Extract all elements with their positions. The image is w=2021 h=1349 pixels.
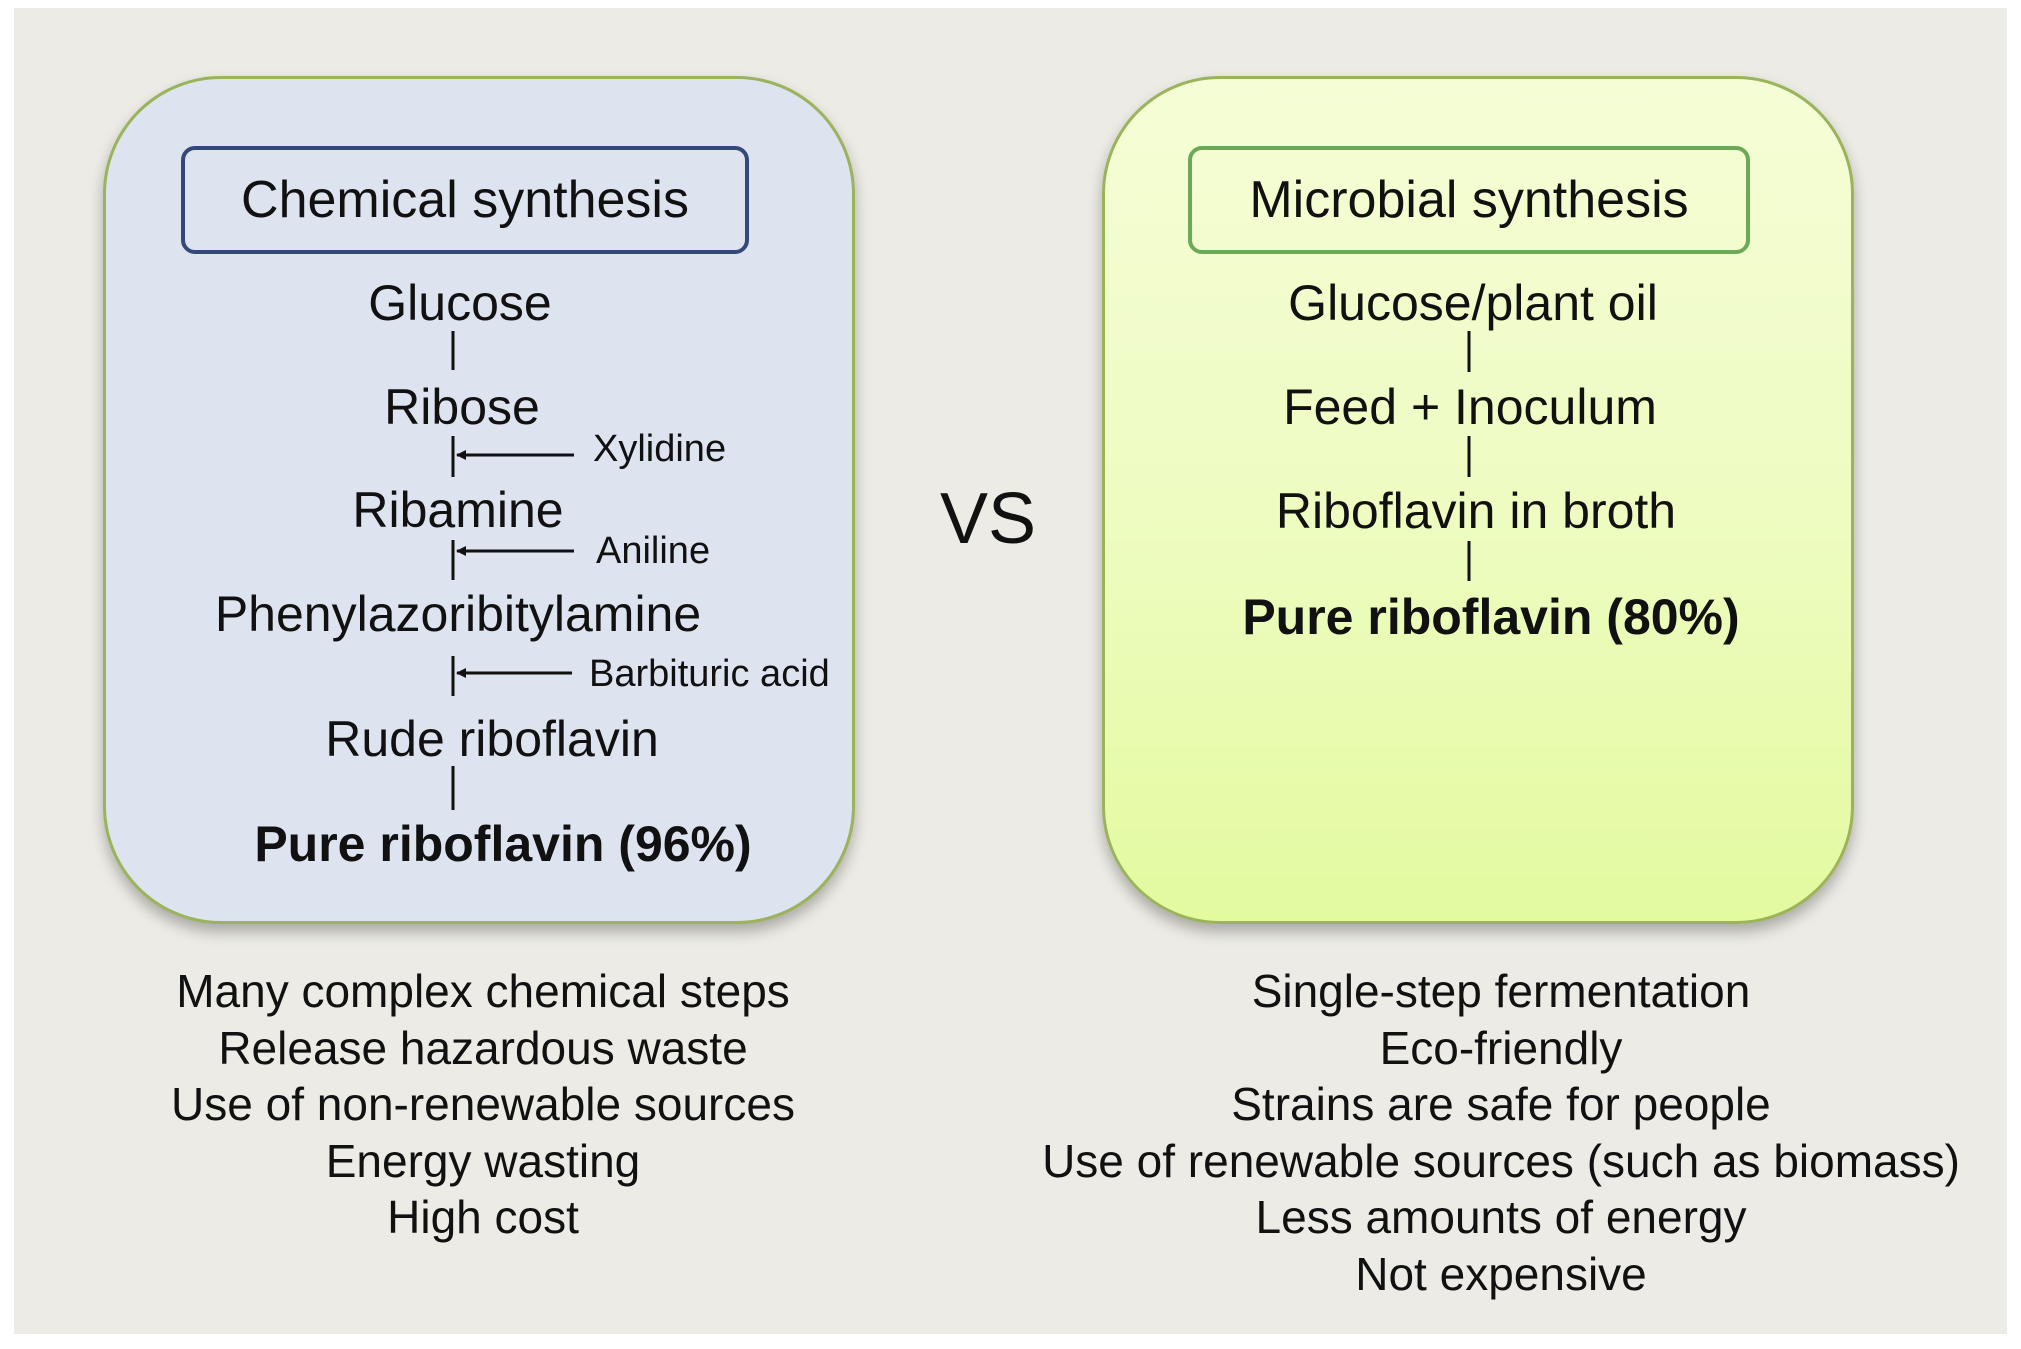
- chemical-step-ribose: Ribose: [384, 379, 540, 435]
- chemical-step-glucose: Glucose: [368, 275, 552, 331]
- chemical-property: Energy wasting: [325, 1135, 641, 1187]
- chemical-property: Release hazardous waste: [218, 1022, 748, 1074]
- chemical-property: Many complex chemical steps: [176, 965, 790, 1017]
- chemical-step-phenylazoribitylamine: Phenylazoribitylamine: [214, 586, 702, 642]
- microbial-step-glucose-plant-oil: Glucose/plant oil: [1288, 275, 1658, 331]
- chemical-step-rude-riboflavin: Rude riboflavin: [325, 711, 659, 767]
- chemical-property: Use of non-renewable sources: [171, 1078, 795, 1130]
- microbial-property: Less amounts of energy: [1255, 1191, 1747, 1243]
- microbial-final-product: Pure riboflavin (80%): [1242, 589, 1740, 645]
- microbial-synthesis-panel: [1102, 76, 1854, 924]
- microbial-step-feed-inoculum: Feed + Inoculum: [1283, 379, 1657, 435]
- microbial-property: Strains are safe for people: [1231, 1078, 1771, 1130]
- chemical-step-ribamine: Ribamine: [352, 482, 564, 538]
- chemical-synthesis-title: Chemical synthesis: [181, 146, 749, 254]
- microbial-property: Single-step fermentation: [1251, 965, 1751, 1017]
- reagent-aniline: Aniline: [596, 530, 711, 572]
- microbial-property: Eco-friendly: [1379, 1022, 1623, 1074]
- chemical-synthesis-panel: [103, 76, 855, 924]
- chemical-final-product: Pure riboflavin (96%): [254, 816, 752, 872]
- reagent-xylidine: Xylidine: [593, 428, 727, 470]
- microbial-property: Use of renewable sources (such as biomas…: [1042, 1135, 1960, 1187]
- microbial-property: Not expensive: [1355, 1248, 1647, 1300]
- reagent-barbituric-acid: Barbituric acid: [589, 653, 830, 695]
- microbial-synthesis-title: Microbial synthesis: [1188, 146, 1750, 254]
- microbial-step-riboflavin-in-broth: Riboflavin in broth: [1275, 483, 1677, 539]
- vs-label: VS: [939, 479, 1037, 559]
- chemical-property: High cost: [387, 1191, 579, 1243]
